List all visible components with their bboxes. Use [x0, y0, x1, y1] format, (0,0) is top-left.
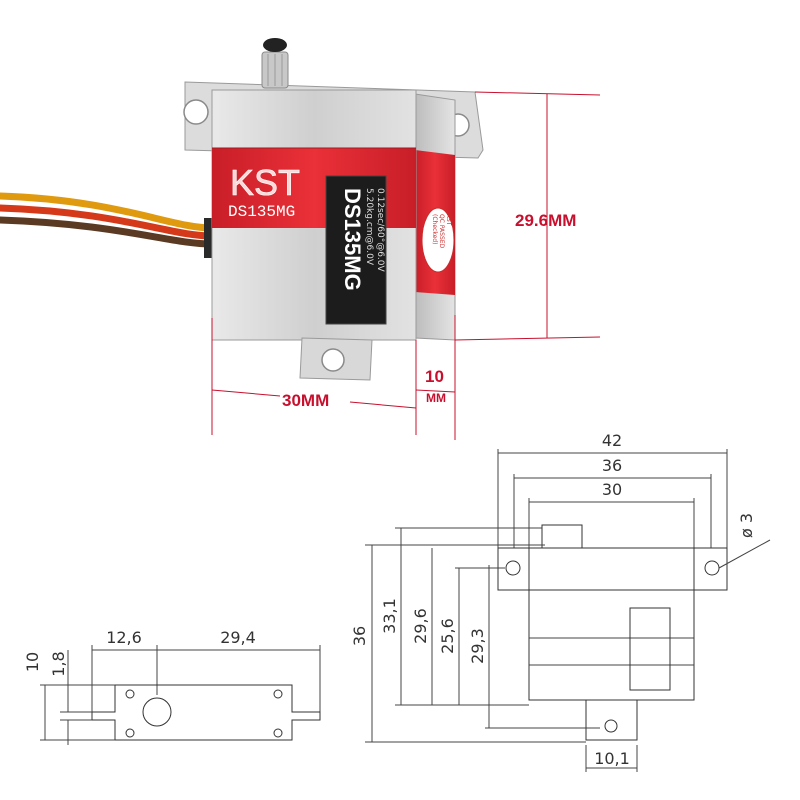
front-dimension-labels: 42 36 30 ø 3 36 33,1 29,6 25,6 29,3 10,1 — [350, 431, 756, 768]
shaft-screw — [263, 38, 287, 52]
dim-33-1: 33,1 — [380, 598, 399, 634]
dim-10-1: 10,1 — [594, 749, 630, 768]
dim-12-6: 12,6 — [106, 628, 142, 647]
dim-hole: ø 3 — [737, 513, 756, 538]
dim-29-6: 29,6 — [411, 608, 430, 644]
qc-sticker: KST QC PASSED (Checked) — [421, 207, 455, 273]
dim-36-height: 36 — [350, 626, 369, 646]
svg-text:(Checked): (Checked) — [431, 214, 438, 244]
brand-logo: KST — [230, 162, 300, 203]
servo-label: DS135MG 5.20kg.cm@6.0V 0.12sec/60°@6.0V — [325, 175, 387, 325]
svg-text:KST: KST — [445, 214, 452, 226]
dim-width-label: 30MM — [282, 391, 329, 410]
dim-36-width: 36 — [602, 456, 622, 475]
photo-dimension-lines — [211, 91, 601, 440]
dim-depth-value: 10 — [425, 367, 444, 386]
dim-42: 42 — [602, 431, 622, 450]
dim-height-label: 29.6MM — [515, 211, 576, 230]
label-spec-torque: 5.20kg.cm@6.0V — [364, 188, 374, 266]
dim-30: 30 — [602, 480, 622, 499]
dim-25-6: 25,6 — [438, 618, 457, 654]
front-technical-drawing — [365, 449, 771, 772]
side-dimension-labels: 12,6 29,4 10 1,8 — [23, 628, 256, 677]
servo-photo: KST DS135MG DS135MG 5.20kg.cm@6.0V 0.12s… — [0, 38, 484, 381]
dim-depth-unit: MM — [426, 391, 446, 405]
servo-wires — [0, 192, 216, 248]
svg-text:QC PASSED: QC PASSED — [438, 214, 445, 249]
mount-hole-left — [183, 99, 209, 125]
dim-1-8: 1,8 — [49, 651, 68, 676]
label-title: DS135MG — [340, 188, 365, 291]
model-plate: DS135MG — [228, 203, 295, 221]
dim-29-4: 29,4 — [220, 628, 256, 647]
side-technical-drawing — [40, 645, 321, 745]
dim-10-thickness: 10 — [23, 652, 42, 672]
dim-29-3: 29,3 — [468, 628, 487, 664]
label-spec-speed: 0.12sec/60°@6.0V — [375, 188, 385, 273]
